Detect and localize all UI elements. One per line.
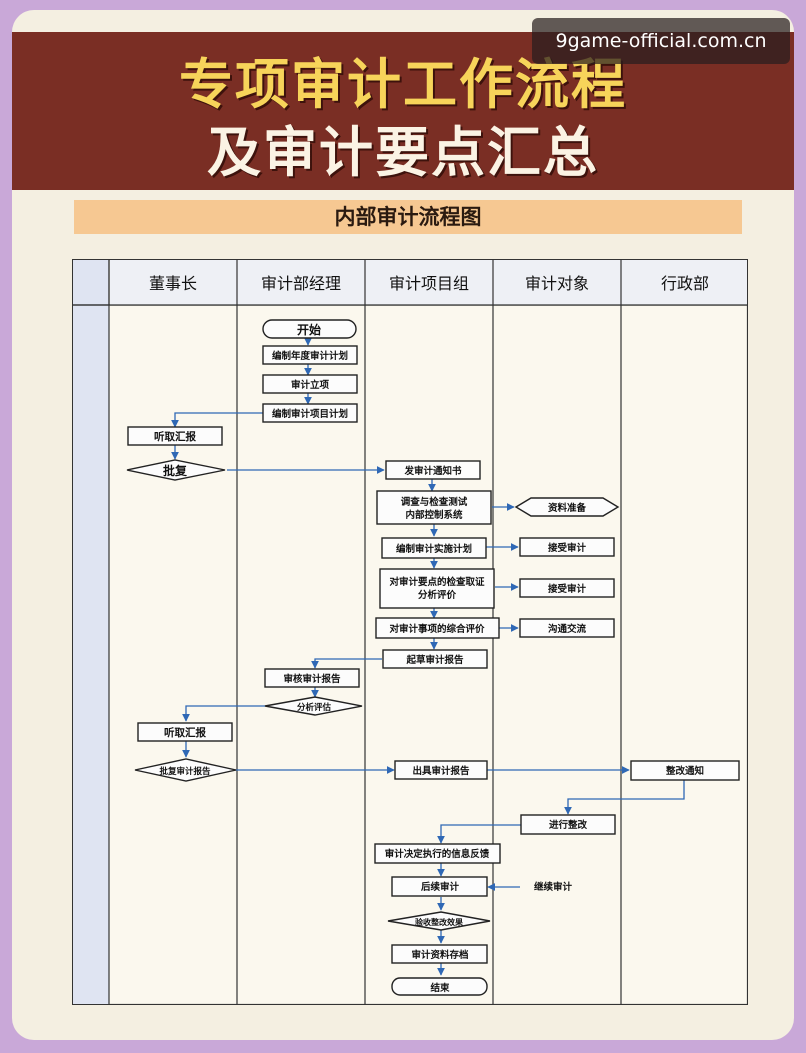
label-analysis-eval: 分析评估	[297, 702, 332, 713]
label-impl-plan: 编制审计实施计划	[396, 543, 472, 555]
node-labels: 开始 编制年度审计计划 审计立项 编制审计项目计划 听取汇报 批复 发审计通知书…	[154, 322, 704, 994]
label-evidence-l2: 分析评价	[418, 589, 457, 601]
node-project-setup-shape	[262, 374, 358, 394]
label-draft-report: 起草审计报告	[405, 654, 464, 666]
nodes	[126, 319, 740, 996]
label-hear-report1: 听取汇报	[154, 430, 196, 443]
label-review-report: 审核审计报告	[283, 673, 341, 685]
label-project-setup: 审计立项	[291, 379, 330, 391]
label-overall-eval: 对审计事项的综合评价	[389, 623, 485, 635]
label-archive: 审计资料存档	[411, 949, 469, 961]
lane-header-auditee: 审计对象	[525, 274, 589, 293]
label-hear-report2: 听取汇报	[164, 726, 206, 739]
label-accept1: 接受审计	[548, 542, 587, 554]
node-notice-shape	[385, 460, 481, 480]
watermark: 9game-official.com.cn	[532, 18, 790, 64]
node-overall-eval-shape	[375, 617, 500, 639]
lane-header-chairman: 董事长	[149, 274, 197, 293]
label-approve-report: 批复审计报告	[159, 766, 211, 777]
poster-title-line2: 及审计要点汇总	[207, 121, 599, 184]
lane-headers: 董事长 审计部经理 审计项目组 审计对象 行政部	[149, 274, 709, 293]
node-approve-report-shape	[134, 758, 237, 782]
label-control-test-l1: 调查与检查测试	[401, 496, 468, 508]
node-acceptance-shape	[387, 911, 491, 931]
node-prepare-docs-shape	[514, 497, 620, 517]
section-subtitle: 内部审计流程图	[74, 200, 742, 234]
label-annual-plan: 编制年度审计计划	[272, 350, 348, 362]
node-project-plan-shape	[262, 403, 358, 423]
node-review-report-shape	[264, 668, 360, 688]
node-hear-report1-shape	[127, 426, 223, 446]
label-project-plan: 编制审计项目计划	[272, 408, 348, 420]
lane-lines-overlay	[72, 259, 748, 306]
node-communicate-shape	[519, 618, 615, 638]
flowchart: 董事长 审计部经理 审计项目组 审计对象 行政部	[71, 258, 749, 1006]
node-accept1-shape	[519, 537, 615, 557]
node-approve1-shape	[126, 459, 226, 481]
label-notice: 发审计通知书	[403, 465, 462, 477]
node-end-shape	[391, 977, 488, 996]
node-followup-shape	[391, 876, 488, 897]
node-archive-shape	[391, 944, 488, 964]
label-feedback: 审计决定执行的信息反馈	[385, 848, 490, 860]
node-rectify-notice-shape	[630, 760, 740, 781]
node-start-shape	[262, 319, 357, 339]
label-issue-report: 出具审计报告	[412, 765, 470, 777]
node-impl-plan-shape	[381, 537, 487, 559]
label-prepare-docs: 资料准备	[548, 502, 587, 514]
label-followup: 后续审计	[421, 881, 460, 893]
label-evidence-l1: 对审计要点的检查取证	[389, 576, 485, 588]
poster-frame: 专项审计工作流程 及审计要点汇总 9game-official.com.cn 内…	[12, 10, 794, 1040]
lane-header-audit-manager: 审计部经理	[261, 274, 341, 293]
node-analysis-eval-shape	[264, 696, 363, 716]
label-accept2: 接受审计	[548, 583, 587, 595]
node-rectify-shape	[520, 814, 616, 835]
label-end: 结束	[429, 982, 450, 994]
label-communicate: 沟通交流	[548, 623, 587, 635]
label-continue-audit: 继续审计	[534, 881, 573, 893]
node-hear-report2-shape	[137, 722, 233, 742]
node-accept2-shape	[519, 578, 615, 598]
label-start: 开始	[297, 322, 321, 337]
lane-header-audit-team: 审计项目组	[389, 274, 469, 293]
label-control-test-l2: 内部控制系统	[405, 509, 463, 521]
lane-header-bg	[110, 260, 747, 305]
label-approve1: 批复	[163, 463, 188, 478]
label-rectify-notice: 整改通知	[665, 765, 704, 777]
node-annual-plan-shape	[262, 345, 358, 365]
node-issue-report-shape	[394, 760, 488, 780]
node-control-test-shape	[376, 490, 492, 525]
node-draft-report-shape	[382, 649, 488, 669]
label-acceptance: 验收整改效果	[415, 917, 463, 927]
flowchart-svg: 董事长 审计部经理 审计项目组 审计对象 行政部	[71, 258, 749, 1006]
label-rectify: 进行整改	[549, 819, 588, 831]
node-feedback-shape	[374, 843, 501, 864]
node-evidence-shape	[379, 568, 495, 609]
lane-header-admin: 行政部	[661, 274, 709, 293]
connectors	[171, 337, 685, 976]
